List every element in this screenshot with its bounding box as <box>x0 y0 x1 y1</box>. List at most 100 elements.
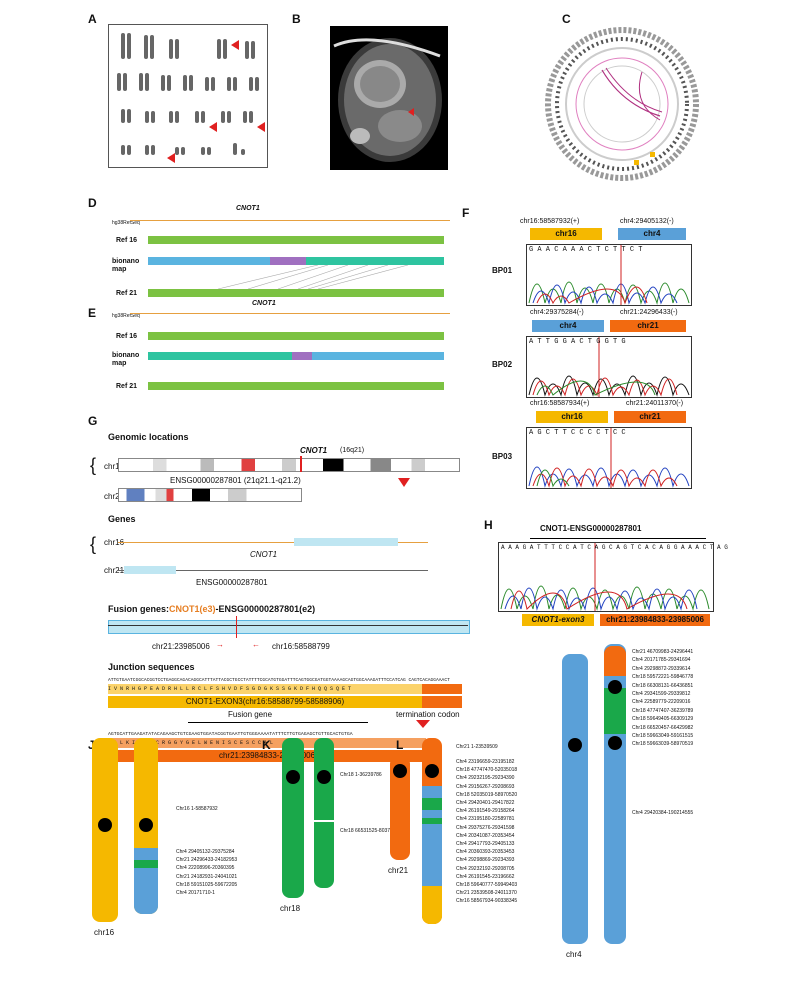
g-seq2: AGTGCATTGAAGATATACAGAAGCTGTCGAAGTGGATACG… <box>108 732 353 737</box>
g-red-triangle <box>398 478 410 487</box>
d-ref21-label: Ref 21 <box>116 290 138 297</box>
f-bp03-label: BP03 <box>492 452 513 461</box>
g-brace-2: { <box>90 534 97 554</box>
l-label-10: Chr4 29417793-29405133 <box>456 841 515 848</box>
l-label-7: Chr4 23195180-22589781 <box>456 816 515 823</box>
panel-label-j: J <box>88 738 95 752</box>
j-der-centromere <box>139 818 153 832</box>
l-der-insert <box>422 786 442 886</box>
g-cnot1: CNOT1 <box>300 446 328 455</box>
g-junction-title: Junction sequences <box>108 662 195 672</box>
l-label-14: Chr4 26191545-23196662 <box>456 873 515 880</box>
g-chr16-label: chr16 <box>104 462 125 471</box>
e-ref16-label: Ref 16 <box>116 333 138 340</box>
g-ensg-loc: ENSG00000287801 (21q21.1-q21.2) <box>170 476 301 485</box>
i-label-6: Chr4 22589779-22209016 <box>632 699 691 706</box>
l-der-chr18-seg-2 <box>422 818 442 824</box>
i-label-9: Chr18 66520457-66429982 <box>632 724 694 731</box>
g-exon-label: CNOT1-EXON3(chr16:58588799-58588906) <box>108 696 422 708</box>
g-chr21-label: chr21 <box>104 492 125 501</box>
d-gene-track <box>130 220 450 221</box>
circos-plot <box>545 27 699 181</box>
h-right-arrow: chr21:23984833-23985006 <box>600 614 710 626</box>
l-label-13: Chr4 29232192-29208705 <box>456 865 515 872</box>
g-chr16-gene-line <box>118 542 428 543</box>
i-label-1: Chr4 20171785-29341694 <box>632 657 691 664</box>
d-title: CNOT1 <box>236 205 260 212</box>
g-chr21-range: chr21:23984833-23985006 <box>108 750 426 762</box>
f-bp02-arrow-l: chr4 <box>532 320 604 332</box>
g-bp21: chr21:23985006 <box>152 642 210 651</box>
panel-label-c: C <box>562 12 571 26</box>
f-bp02-chromatogram <box>528 337 690 397</box>
g-exon-tail <box>422 696 462 708</box>
g-brace-1: { <box>90 455 97 475</box>
l-label-12: Chr4 29298869-29234393 <box>456 857 515 864</box>
i-label-8: Chr18 59649405-66309129 <box>632 716 694 723</box>
i-label-3: Chr18 59572221-59846778 <box>632 674 694 681</box>
i-label-2: Chr4 29298872-29339614 <box>632 665 691 672</box>
e-bionano-label: bionano map <box>112 352 140 367</box>
l-label-9: Chr4 20341087-20353454 <box>456 832 515 839</box>
l-label-11: Chr4 20360393-20353453 <box>456 849 515 856</box>
g-fusion-arrow <box>188 722 368 723</box>
d-bionano-label: bionano map <box>112 258 140 273</box>
i-der-centromere-2 <box>608 736 622 750</box>
panel-label-b: B <box>292 12 301 26</box>
f-bp02-seq: A T T G G A C T G G T G <box>529 338 626 346</box>
j-label-2: Chr4 22208996-20360395 <box>176 865 235 872</box>
j-label-0: Chr4 29405132-29375284 <box>176 849 235 855</box>
g-bp16: chr16:58588799 <box>272 642 330 651</box>
e-ref21-label: Ref 21 <box>116 383 138 390</box>
j-der-chr18-seg <box>134 860 158 868</box>
g-fusion-prefix-text: Fusion genes: <box>108 604 170 614</box>
l-label-2: Chr4 29232195-29234390 <box>456 775 515 782</box>
i-chr-label: chr4 <box>566 950 582 959</box>
g-genes-title: Genes <box>108 514 136 524</box>
f-bp03-arrow-r: chr21 <box>614 411 686 423</box>
l-der-centromere <box>425 764 439 778</box>
i-label-4: Chr18 66308131-66436851 <box>632 682 694 689</box>
g-fusion-prefix: Fusion genes:CNOT1(e3)-ENSG00000287801(e… <box>108 604 315 614</box>
i-label-7: Chr18 47747407-36239789 <box>632 707 694 714</box>
g-seq1: ATTGTGAATCGGCACGGTCCTGAGGCAGACAGGCATTTAT… <box>108 678 450 683</box>
panel-label-l: L <box>396 738 404 752</box>
i-der-chr18-seg <box>604 688 626 734</box>
g-aa1-tail <box>422 684 462 694</box>
panel-label-f: F <box>462 206 470 220</box>
e-ref21-track <box>148 382 444 390</box>
l-label-4: Chr18 52035019-58970520 <box>456 791 518 798</box>
j-labels: Chr4 29405132-29375284 Chr21 24296433-24… <box>176 848 237 897</box>
i-label-10: Chr18 59663049-59161515 <box>632 733 694 740</box>
i-der-chr21-seg <box>604 646 626 676</box>
g-fusion-bp <box>236 616 237 638</box>
g-chr21-ideogram <box>118 488 302 502</box>
j-label-5: Chr4 20171710-1 <box>176 890 215 897</box>
h-title: CNOT1-ENSG00000287801 <box>540 524 642 533</box>
f-bp01-trace: G A A C A A A C T C T T C T <box>526 244 692 306</box>
f-bp01-chromatogram <box>528 245 690 305</box>
panel-label-e: E <box>88 306 97 320</box>
j-der-insert <box>134 848 158 914</box>
f-bp01-arrow-l: chr16 <box>530 228 602 240</box>
g-chr21-highlight <box>124 566 176 574</box>
h-left-arrow: CNOT1-exon3 <box>522 614 594 626</box>
d-bionano-blue <box>148 257 270 265</box>
f-bp01-left: chr16:58587932(+) <box>520 218 580 225</box>
g-fusion-track <box>108 620 470 634</box>
g-aa2: G A L K I Y R S C R G G Y G E L W E N I … <box>108 738 426 748</box>
i-label-11: Chr18 59663039-58970519 <box>632 741 694 748</box>
g-chr21-gene-line <box>118 570 428 571</box>
l-label-3: Chr4 29156267-29208693 <box>456 783 515 790</box>
j-label-3: Chr21 24182931-24041021 <box>176 873 238 880</box>
g-term-label: termination codon <box>396 710 460 719</box>
d-bionano-purple <box>270 257 306 265</box>
d-ref16-track <box>148 236 444 244</box>
f-bp03-arrow-l: chr16 <box>536 411 608 423</box>
l-label-15: Chr18 59640777-59949403 <box>456 882 518 889</box>
i-der-centromere <box>608 680 622 694</box>
l-normal-centromere <box>393 764 407 778</box>
l-labels: Chr4 23196659-23195182 Chr18 47747470-52… <box>456 758 517 906</box>
k-der-chr18 <box>314 738 334 888</box>
